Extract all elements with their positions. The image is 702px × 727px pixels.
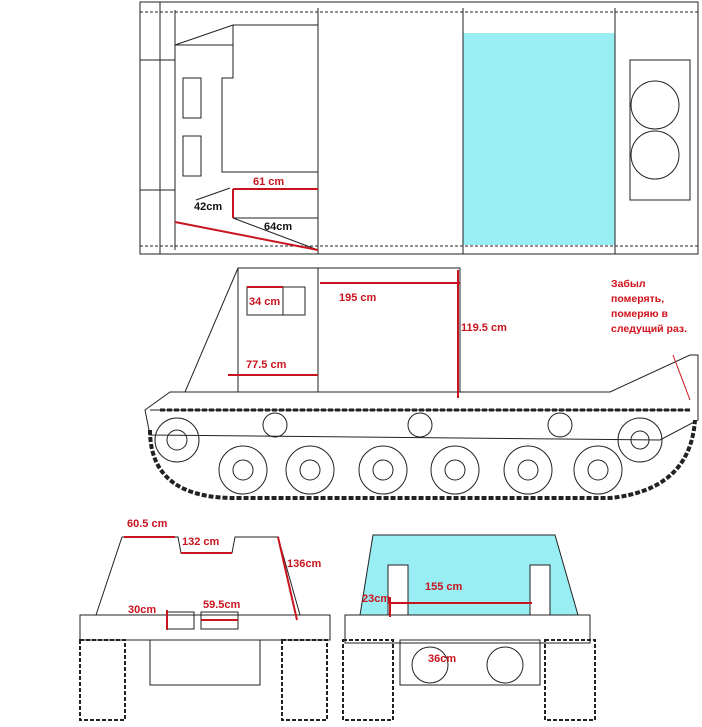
note-line: померять, bbox=[611, 293, 665, 305]
label-34cm: 34 cm bbox=[249, 296, 281, 308]
note-line: померяю в bbox=[611, 308, 668, 320]
note-line: следущий раз. bbox=[611, 323, 688, 335]
label-42cm: 42cm bbox=[194, 201, 223, 213]
rear-view bbox=[342, 534, 596, 721]
side-view bbox=[144, 267, 699, 501]
top-view bbox=[139, 1, 699, 255]
label-30cm: 30cm bbox=[128, 604, 157, 616]
label-119-5cm: 119.5 cm bbox=[461, 322, 507, 334]
label-136cm: 136cm bbox=[287, 558, 322, 570]
label-59-5cm: 59.5cm bbox=[203, 599, 241, 611]
label-77-5cm: 77.5 cm bbox=[246, 359, 287, 371]
label-132cm: 132 cm bbox=[182, 536, 220, 548]
label-36cm: 36cm bbox=[428, 653, 457, 665]
label-64cm: 64cm bbox=[264, 221, 293, 233]
note-line: Забыл bbox=[611, 278, 646, 290]
label-195cm: 195 cm bbox=[339, 292, 377, 304]
label-60-5cm: 60.5 cm bbox=[127, 518, 168, 530]
label-23cm: 23cm bbox=[362, 593, 391, 605]
highlighted-area bbox=[463, 33, 615, 245]
measurement-lines bbox=[124, 188, 691, 630]
label-155cm: 155 cm bbox=[425, 581, 463, 593]
road-wheels bbox=[154, 412, 663, 495]
note-measure-later: Забыл померять, померяю в следущий раз. bbox=[611, 277, 687, 337]
label-61cm: 61 cm bbox=[253, 176, 285, 188]
